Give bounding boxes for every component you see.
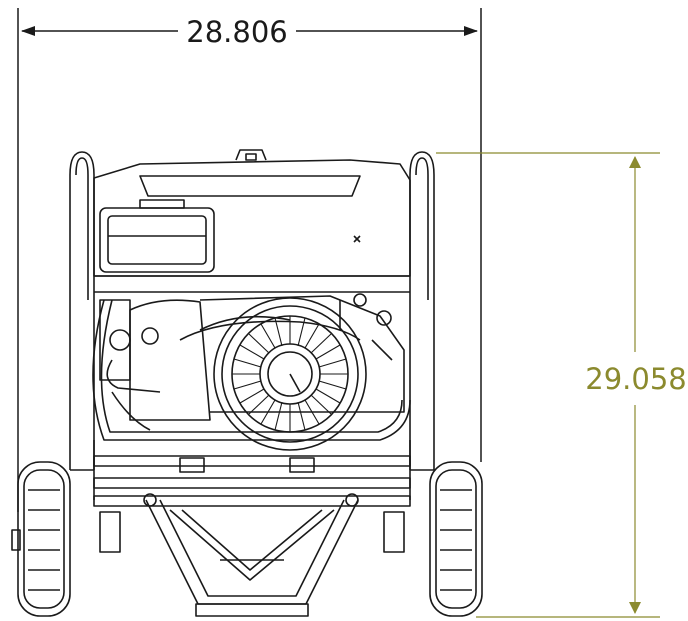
base-frame (70, 440, 434, 553)
lifting-handle (145, 499, 359, 617)
engine-body (99, 293, 405, 421)
height-dimension-label: 29.058 (585, 362, 686, 396)
flywheel-cover (213, 297, 367, 451)
fuel-tank (93, 149, 411, 293)
left-wheel (11, 461, 71, 617)
air-filter-box (99, 199, 215, 273)
width-dimension (17, 8, 482, 512)
height-dimension (436, 152, 660, 618)
left-frame-tube (69, 151, 95, 470)
right-frame-tube (409, 151, 435, 470)
front-handle-bar (92, 299, 411, 441)
right-wheel (429, 461, 483, 617)
width-dimension-label: 28.806 (186, 15, 287, 49)
generator-drawing (11, 149, 483, 617)
